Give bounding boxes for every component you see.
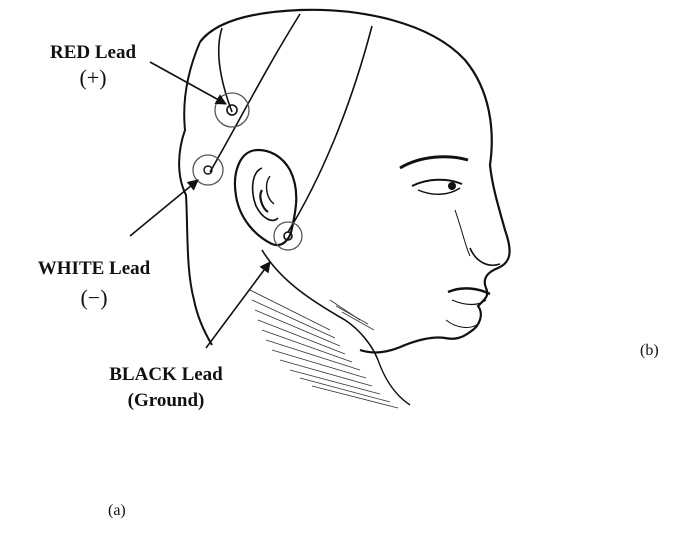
eyebrow xyxy=(400,157,468,168)
white-lead-polarity: (−) xyxy=(6,286,182,310)
eye xyxy=(412,180,462,195)
cheek-line xyxy=(455,210,470,256)
mouth xyxy=(448,288,490,304)
white-lead-wire xyxy=(210,14,300,172)
caption-a: (a) xyxy=(108,502,126,520)
nose-wing xyxy=(470,248,500,265)
black-lead-wire xyxy=(288,26,372,232)
white-lead-label: WHITE Lead xyxy=(6,258,182,280)
chin-line xyxy=(446,320,478,327)
red-lead-arrow xyxy=(150,62,226,104)
black-electrode xyxy=(274,222,302,250)
head-outline xyxy=(200,10,510,353)
red-lead-polarity: (+) xyxy=(28,66,158,90)
black-lead-polarity: (Ground) xyxy=(76,390,256,412)
red-lead-wire xyxy=(219,28,232,112)
red-lead-label: RED Lead xyxy=(28,42,158,64)
ear xyxy=(235,150,296,245)
caption-b: (b) xyxy=(640,342,659,360)
black-lead-arrow xyxy=(206,262,270,348)
neck-front-line xyxy=(378,360,410,405)
black-lead-label: BLACK Lead xyxy=(76,364,256,386)
